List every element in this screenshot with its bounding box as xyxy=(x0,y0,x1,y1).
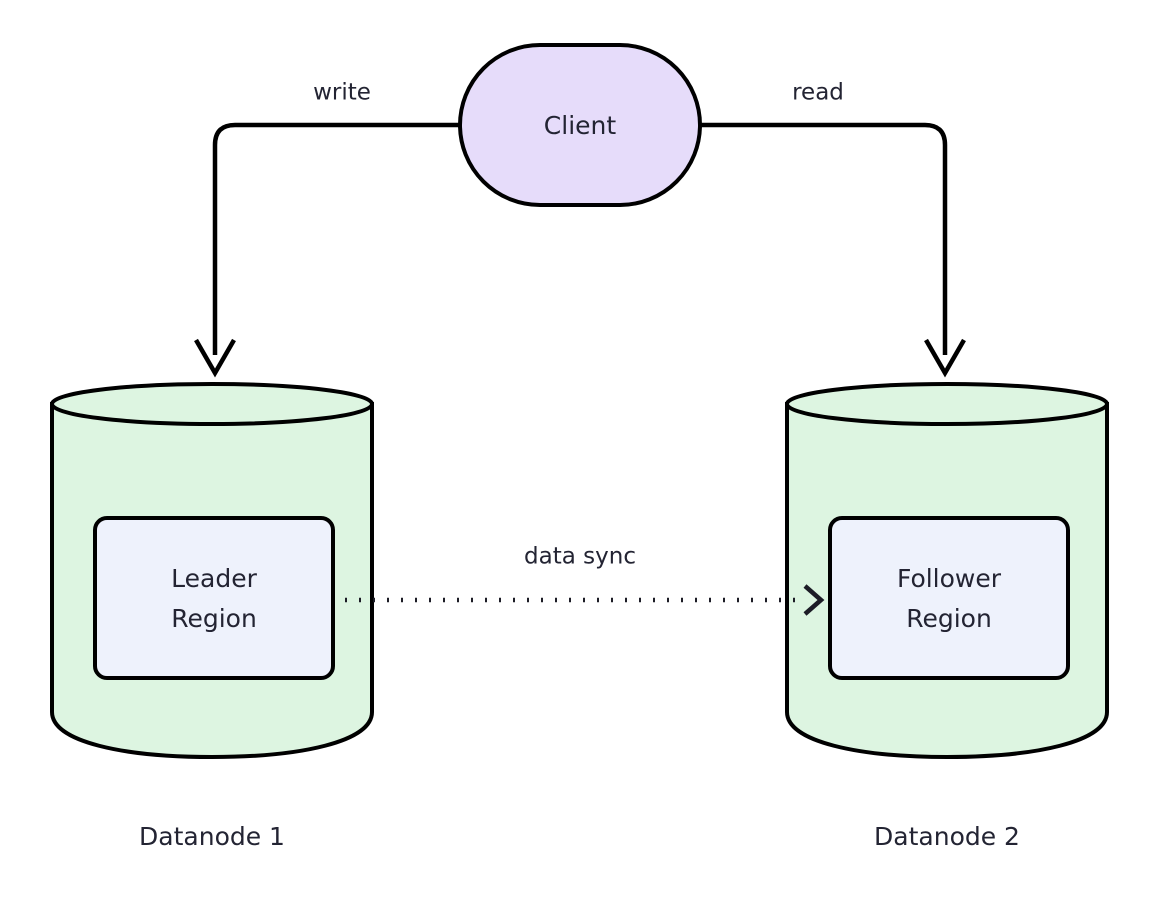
leader-region-box[interactable]: Leader Region xyxy=(93,516,335,680)
follower-region-box[interactable]: Follower Region xyxy=(828,516,1070,680)
node-datanode-2[interactable]: Follower Region Datanode 2 xyxy=(785,382,1109,851)
datanode-2-cylinder-top xyxy=(785,382,1109,426)
leader-region-rect xyxy=(93,516,335,680)
follower-region-label-line2: Region xyxy=(906,604,992,633)
edge-data-sync-label: data sync xyxy=(524,544,636,570)
leader-region-label-line1: Leader xyxy=(171,564,257,593)
datanode-1-caption: Datanode 1 xyxy=(139,822,285,851)
edge-write-arrowhead xyxy=(194,338,236,378)
follower-region-label-line1: Follower xyxy=(897,564,1002,593)
edge-write[interactable]: write xyxy=(194,80,460,378)
edge-read[interactable]: read xyxy=(700,80,966,378)
client-label: Client xyxy=(544,111,617,140)
edge-read-line xyxy=(700,122,948,355)
edge-write-label: write xyxy=(313,80,371,106)
client-shape xyxy=(458,43,702,207)
leader-region-label-line2: Region xyxy=(171,604,257,633)
edge-read-arrowhead xyxy=(924,338,966,378)
edge-write-line xyxy=(212,122,460,355)
follower-region-rect xyxy=(828,516,1070,680)
node-datanode-1[interactable]: Leader Region Datanode 1 xyxy=(50,382,374,851)
datanode-1-cylinder-top xyxy=(50,382,374,426)
node-client[interactable]: Client xyxy=(458,43,702,207)
edge-data-sync-arrowhead xyxy=(803,584,825,616)
datanode-2-caption: Datanode 2 xyxy=(874,822,1020,851)
edge-read-label: read xyxy=(792,80,844,106)
edge-data-sync[interactable]: data sync xyxy=(345,544,825,616)
